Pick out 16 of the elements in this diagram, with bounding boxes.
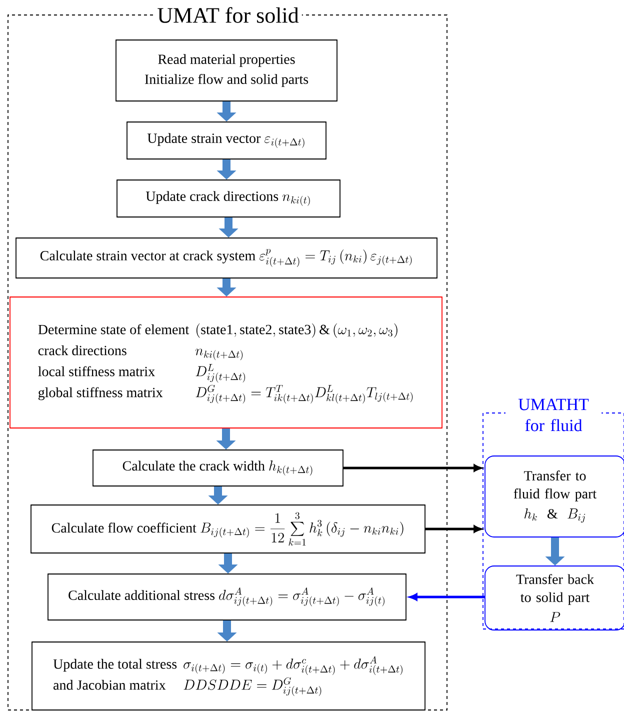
- process-box: Update strain vector $\varepsilon_{i(t+\Delta t)}$: [126, 122, 326, 160]
- frame-title: UMATHT for fluid: [506, 396, 602, 434]
- frame-title: UMAT for solid: [154, 4, 302, 26]
- rounded-box: Transfer back to solid part $P$: [484, 566, 624, 630]
- process-box: Calculate strain vector at crack system $\varepsilon^{p}_{i(t+\Delta t)}=T_{ij}\left(n_{ki}\right)\varepsilon_{j(t+\Delta t)}$: [16, 238, 438, 278]
- rounded-box: Transfer to fluid flow part $h_k\;\&\;B_{ij}$: [484, 456, 624, 538]
- process-box: Determine state of element $\left(\mathrm{state1},\mathrm{state2},\mathrm{state3}\right)\&\left(\omega_1,\omega_2,\omega_3\right)$ crack directions $n_{ki(t+\Delta t)}$ local stiffness matrix $D^{L}_{ij(t+\Delta t)}$ global stiffness matrix $D^{G}_{ij(t+\Delta t)}=T^{T}_{ik(t+\Delta t)}D^{L}_{kl(t+\Delta t)}T_{lj(t+\Delta t)}$: [10, 296, 442, 428]
- arrow: [425, 525, 482, 533]
- process-box: Calculate the crack width $h_{k(t+\Delta t)}$: [92, 450, 344, 486]
- process-box: Update crack directions $n_{ki(t)}$: [116, 180, 340, 218]
- arrow: [410, 593, 485, 601]
- process-box: Read material properties Initialize flow and solid parts: [116, 40, 338, 102]
- process-box: Calculate flow coefficient $B_{ij(t+\Delta t)}=\frac{1}{12}\sum_{k=1}^{3}h_k^3\left(\delta_{ij}-n_{ki}n_{ki}\right)$: [30, 504, 426, 554]
- process-box: Update the total stress $\sigma_{i(t+\Delta t)}=\sigma_{i(t)}+d\sigma^{c}_{i(t+\Delta t)}+d\sigma^{A}_{i(t+\Delta t)}$ and Jacobian matrix $DDSDDE=D^{G}_{ij(t+\Delta t)}$: [32, 642, 426, 710]
- process-box: Calculate additional stress $d\sigma^{A}_{ij(t+\Delta t)}=\sigma^{A}_{ij(t+\Delta t)}-\sigma^{A}_{ij(t)}$: [48, 574, 406, 620]
- arrow: [343, 464, 482, 472]
